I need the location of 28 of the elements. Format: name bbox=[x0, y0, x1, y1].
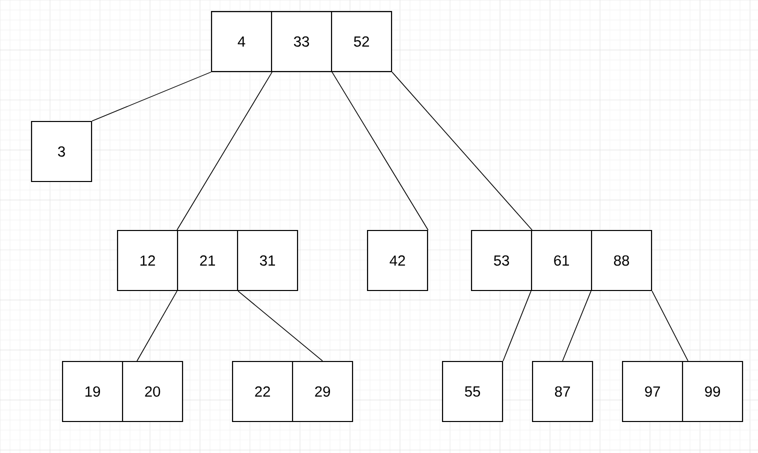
key-cell: 97 bbox=[622, 361, 684, 422]
tree-link bbox=[392, 72, 532, 230]
key-cell: 12 bbox=[117, 230, 178, 292]
key-cell: 31 bbox=[237, 230, 298, 292]
tree-link bbox=[92, 72, 212, 122]
key-cell: 55 bbox=[442, 361, 504, 422]
tree-link bbox=[176, 72, 272, 230]
tree-link bbox=[502, 290, 532, 362]
tree-link bbox=[136, 290, 178, 362]
key-cell: 21 bbox=[177, 230, 238, 292]
key-cell: 3 bbox=[31, 121, 92, 182]
tree-link bbox=[332, 72, 428, 230]
tree-link bbox=[652, 290, 688, 362]
key-cell: 22 bbox=[232, 361, 294, 422]
key-cell: 19 bbox=[62, 361, 124, 422]
key-cell: 4 bbox=[211, 11, 272, 72]
tree-link bbox=[562, 290, 592, 362]
key-cell: 42 bbox=[367, 230, 428, 292]
key-cell: 53 bbox=[471, 230, 532, 292]
key-cell: 61 bbox=[531, 230, 592, 292]
key-cell: 33 bbox=[271, 11, 332, 72]
key-cell: 29 bbox=[292, 361, 354, 422]
tree-link bbox=[238, 290, 323, 362]
key-cell: 88 bbox=[591, 230, 652, 292]
key-cell: 99 bbox=[682, 361, 744, 422]
key-cell: 20 bbox=[122, 361, 184, 422]
key-cell: 87 bbox=[532, 361, 594, 422]
key-cell: 52 bbox=[331, 11, 392, 72]
